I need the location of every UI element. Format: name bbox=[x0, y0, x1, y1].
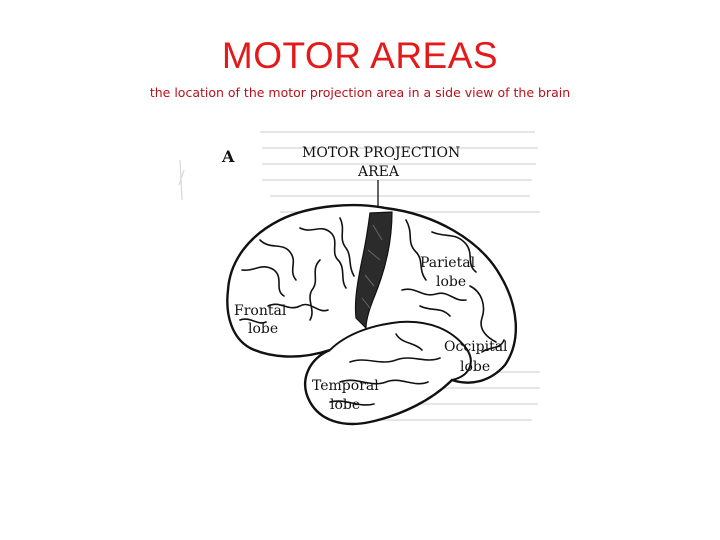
parietal-label-line1: Parietal bbox=[420, 255, 476, 271]
motor-area-label-line2: AREA bbox=[357, 164, 400, 180]
parietal-label-line2: lobe bbox=[436, 274, 466, 290]
brain-diagram: A MOTOR PROJECTION AREA bbox=[170, 110, 550, 440]
brain-diagram-svg: A MOTOR PROJECTION AREA bbox=[170, 110, 550, 440]
temporal-label-line2: lobe bbox=[330, 397, 360, 413]
temporal-label-line1: Temporal bbox=[312, 378, 379, 394]
motor-area-label-line1: MOTOR PROJECTION bbox=[302, 145, 460, 161]
frontal-label-line1: Frontal bbox=[234, 303, 287, 319]
slide-title: MOTOR AREAS bbox=[0, 34, 720, 78]
occipital-label-line2: lobe bbox=[460, 359, 490, 375]
panel-letter: A bbox=[221, 147, 235, 166]
slide-subtitle: the location of the motor projection are… bbox=[0, 85, 720, 101]
frontal-label-line2: lobe bbox=[248, 321, 278, 337]
occipital-label-line1: Occipital bbox=[444, 339, 508, 355]
